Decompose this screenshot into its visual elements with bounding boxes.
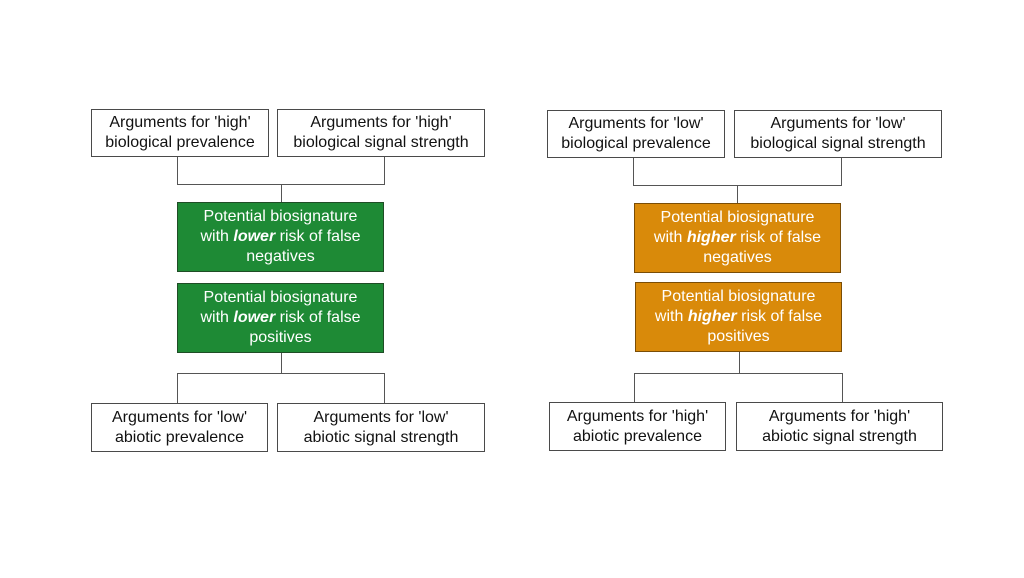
left-positives-post: risk of false	[275, 309, 361, 326]
right-negatives-line3: negatives	[703, 249, 772, 266]
right-bottom-arg-1-line2: abiotic prevalence	[573, 427, 702, 445]
right-positives-line3: positives	[707, 328, 770, 345]
left-bottom-connector-bar	[177, 373, 385, 374]
left-positives-emph: lower	[233, 309, 276, 326]
left-bottom-arg-abiotic-signal-strength: Arguments for 'low' abiotic signal streng…	[277, 403, 485, 452]
left-bottom-arg-2-line1: Arguments for 'low'	[313, 408, 449, 426]
left-top-arg-1-line2: biological prevalence	[105, 134, 255, 151]
right-positives-box: Potential biosignature with higher risk o…	[635, 282, 842, 352]
left-bottom-connector-stem	[281, 353, 282, 373]
left-top-connector-2	[384, 157, 385, 184]
right-bottom-arg-2-line2: abiotic signal strength	[762, 427, 917, 445]
left-top-arg-biological-signal-strength: Arguments for 'high' biological signal st…	[277, 109, 485, 157]
right-bottom-arg-abiotic-signal-strength: Arguments for 'high' abiotic signal stren…	[736, 402, 943, 451]
right-negatives-emph: higher	[686, 229, 736, 246]
right-positives-post: risk of false	[736, 308, 823, 325]
left-negatives-emph: lower	[233, 228, 276, 245]
left-negatives-line3: negatives	[246, 248, 315, 265]
right-positives-emph: higher	[687, 308, 737, 325]
right-negatives-post: risk of false	[735, 229, 822, 246]
left-top-arg-2-line1: Arguments for 'high'	[310, 114, 452, 131]
right-bottom-connector-2	[842, 373, 843, 402]
right-top-arg-1-line1: Arguments for 'low'	[568, 115, 704, 132]
right-top-connector-2	[841, 158, 842, 185]
right-bottom-arg-abiotic-prevalence: Arguments for 'high' abiotic prevalence	[549, 402, 726, 451]
left-top-connector-1	[177, 157, 178, 184]
left-bottom-arg-1-line1: Arguments for 'low'	[111, 408, 248, 426]
left-negatives-box: Potential biosignature with lower risk of…	[177, 202, 384, 272]
left-top-arg-2-line2: biological signal strength	[293, 134, 469, 151]
left-bottom-arg-abiotic-prevalence: Arguments for 'low' abiotic prevalence	[91, 403, 268, 452]
left-positives-pre: with	[200, 309, 234, 326]
right-negatives-line1: Potential biosignature	[660, 209, 815, 226]
right-positives-line1: Potential biosignature	[661, 288, 816, 305]
right-top-arg-2-line2: biological signal strength	[750, 135, 926, 152]
left-top-connector-stem	[281, 184, 282, 202]
left-bottom-arg-2-line2: abiotic signal strength	[303, 428, 459, 446]
left-positives-line1: Potential biosignature	[203, 289, 358, 306]
right-bottom-arg-2-line1: Arguments for 'high'	[768, 407, 911, 425]
left-negatives-pre: with	[200, 228, 234, 245]
right-top-arg-1-line2: biological prevalence	[561, 135, 711, 152]
left-negatives-post: risk of false	[275, 228, 361, 245]
left-top-arg-1-line1: Arguments for 'high'	[109, 114, 251, 131]
left-negatives-line1: Potential biosignature	[203, 208, 358, 225]
left-bottom-arg-1-line2: abiotic prevalence	[115, 428, 244, 446]
left-top-arg-biological-prevalence: Arguments for 'high' biological prevalenc…	[91, 109, 269, 157]
right-bottom-connector-bar	[634, 373, 843, 374]
left-positives-line3: positives	[249, 329, 312, 346]
right-top-connector-stem	[737, 185, 738, 203]
right-negatives-box: Potential biosignature with higher risk o…	[634, 203, 841, 273]
right-negatives-pre: with	[653, 229, 687, 246]
right-top-arg-biological-prevalence: Arguments for 'low' biological prevalence	[547, 110, 725, 158]
left-bottom-connector-1	[177, 373, 178, 403]
right-bottom-connector-1	[634, 373, 635, 402]
left-bottom-connector-2	[384, 373, 385, 403]
right-positives-pre: with	[654, 308, 688, 325]
right-bottom-connector-stem	[739, 352, 740, 373]
right-top-arg-biological-signal-strength: Arguments for 'low' biological signal str…	[734, 110, 942, 158]
right-top-arg-2-line1: Arguments for 'low'	[770, 115, 906, 132]
left-positives-box: Potential biosignature with lower risk of…	[177, 283, 384, 353]
right-top-connector-1	[633, 158, 634, 185]
right-bottom-arg-1-line1: Arguments for 'high'	[566, 407, 709, 425]
